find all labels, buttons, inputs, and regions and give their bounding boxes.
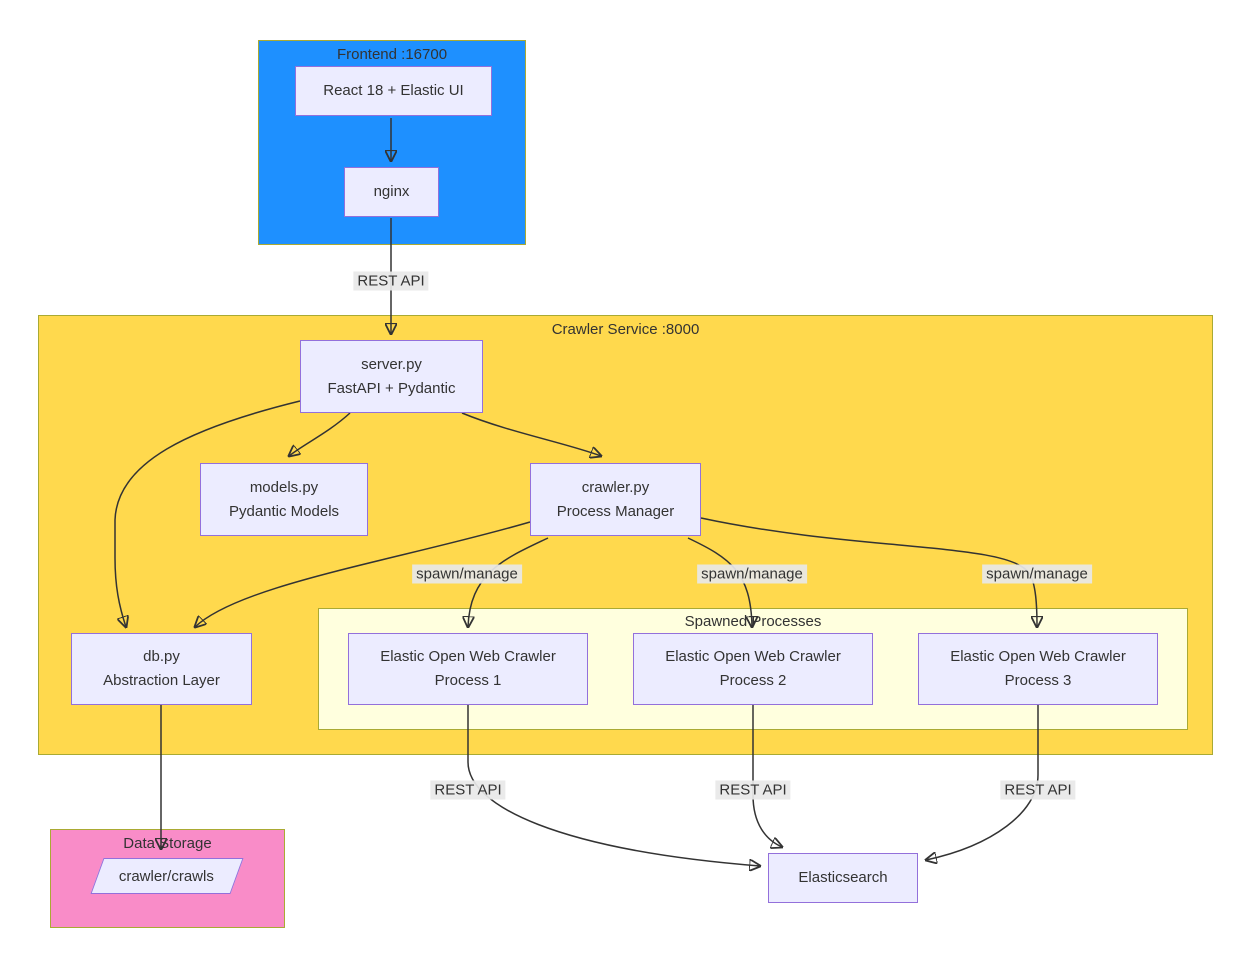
node-elasticsearch-label: Elasticsearch bbox=[798, 869, 888, 886]
node-nginx: nginx bbox=[344, 167, 439, 217]
node-crawler-crawls-label: crawler/crawls bbox=[119, 867, 215, 885]
node-server-py: server.py FastAPI + Pydantic bbox=[300, 340, 483, 413]
node-crawler-crawls: crawler/crawls bbox=[90, 858, 244, 894]
node-elasticsearch: Elasticsearch bbox=[768, 853, 918, 903]
node-models-py-line2: Pydantic Models bbox=[228, 502, 340, 520]
cluster-data-storage-title: Data Storage bbox=[123, 835, 212, 852]
node-db-py-line1: db.py bbox=[143, 648, 180, 665]
cluster-spawned-processes-title: Spawned Processes bbox=[684, 613, 822, 630]
node-models-py: models.py Pydantic Models bbox=[200, 463, 368, 536]
edge-label-spawn-manage-1: spawn/manage bbox=[412, 564, 522, 584]
node-crawler-process-3-line2: Process 3 bbox=[1004, 672, 1072, 689]
edge-label-spawn-manage-2: spawn/manage bbox=[697, 564, 807, 584]
node-db-py-line2: Abstraction Layer bbox=[103, 672, 220, 689]
edge-label-rest-api-2: REST API bbox=[715, 780, 791, 800]
node-models-py-line1: models.py bbox=[249, 478, 319, 496]
edge-label-rest-api-3: REST API bbox=[1000, 780, 1076, 800]
node-db-py: db.py Abstraction Layer bbox=[71, 633, 252, 705]
edge-label-spawn-manage-3: spawn/manage bbox=[982, 564, 1092, 584]
node-react-label: React 18 + Elastic UI bbox=[323, 82, 464, 99]
edge-label-rest-api-top: REST API bbox=[353, 271, 429, 291]
node-crawler-py-line2: Process Manager bbox=[556, 502, 675, 520]
node-crawler-process-3: Elastic Open Web Crawler Process 3 bbox=[918, 633, 1158, 705]
edge-label-rest-api-1: REST API bbox=[430, 780, 506, 800]
node-react: React 18 + Elastic UI bbox=[295, 66, 492, 116]
node-server-py-line2: FastAPI + Pydantic bbox=[327, 379, 456, 397]
node-crawler-process-3-line1: Elastic Open Web Crawler bbox=[950, 648, 1126, 665]
node-crawler-py: crawler.py Process Manager bbox=[530, 463, 701, 536]
node-crawler-process-1: Elastic Open Web Crawler Process 1 bbox=[348, 633, 588, 705]
cluster-frontend-title: Frontend :16700 bbox=[336, 46, 448, 63]
node-crawler-process-1-line2: Process 1 bbox=[434, 672, 502, 689]
node-crawler-process-1-line1: Elastic Open Web Crawler bbox=[380, 648, 556, 665]
node-crawler-process-2-line1: Elastic Open Web Crawler bbox=[665, 648, 841, 665]
cluster-crawler-service-title: Crawler Service :8000 bbox=[551, 321, 700, 338]
node-nginx-label: nginx bbox=[373, 183, 410, 200]
node-server-py-line1: server.py bbox=[361, 355, 422, 373]
node-crawler-process-2: Elastic Open Web Crawler Process 2 bbox=[633, 633, 873, 705]
node-crawler-process-2-line2: Process 2 bbox=[719, 672, 787, 689]
node-crawler-py-line1: crawler.py bbox=[581, 478, 650, 496]
